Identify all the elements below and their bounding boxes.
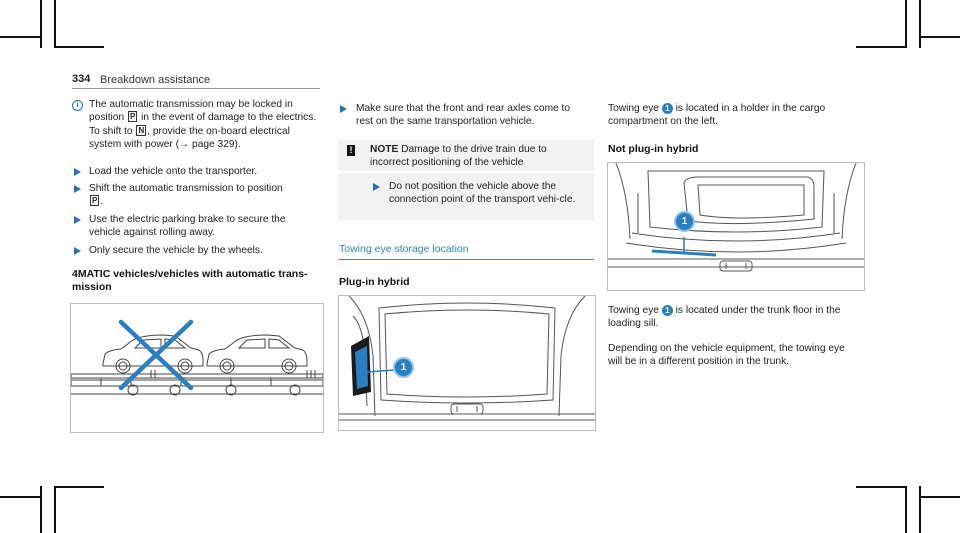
step-arrow-icon xyxy=(74,247,81,255)
plug-in-hybrid-heading: Plug-in hybrid xyxy=(339,276,410,288)
step-secure-wheels: Only secure the vehicle by the wheels. xyxy=(89,245,263,256)
info-note: The automatic transmission may be locked… xyxy=(89,99,317,151)
trunk-hybrid-svg xyxy=(339,296,595,421)
crop-mark xyxy=(919,486,921,533)
towing-eye-heading: Towing eye storage location xyxy=(339,243,469,255)
step-arrow-icon xyxy=(74,185,81,193)
page-reference-link[interactable]: → page 329). xyxy=(179,139,241,151)
towing-eye-position-text: Depending on the vehicle equipment, the … xyxy=(608,343,845,368)
warning-icon: ! xyxy=(347,145,355,156)
step-axles: Make sure that the front and rear axles … xyxy=(356,103,571,128)
heading-4matic: 4MATIC vehicles/vehicles with automatic … xyxy=(72,268,308,293)
step-shift: Shift the automatic transmission to posi… xyxy=(89,183,283,208)
gear-n-symbol: N xyxy=(136,124,147,136)
header-rule xyxy=(72,88,320,89)
towing-eye-sill-text: Towing eye 1 is located under the trunk … xyxy=(608,305,841,330)
crop-mark xyxy=(905,486,907,533)
note-text: NOTE Damage to the drive train due to in… xyxy=(370,144,547,169)
crop-mark xyxy=(919,496,960,498)
info-icon: i xyxy=(72,100,83,111)
step-parking-brake: Use the electric parking brake to secure… xyxy=(89,214,286,239)
step-arrow-icon xyxy=(373,183,380,191)
note-step: Do not position the vehicle above the co… xyxy=(389,181,576,206)
trunk-standard-illustration: 1 xyxy=(607,162,865,291)
heading-rule xyxy=(339,259,594,260)
crop-mark xyxy=(905,0,907,48)
callout-1-badge: 1 xyxy=(395,359,412,376)
crop-mark xyxy=(0,496,40,498)
crop-mark xyxy=(54,486,104,488)
step-arrow-icon xyxy=(340,105,347,113)
note-header-box xyxy=(338,139,594,171)
callout-1-inline: 1 xyxy=(661,103,673,114)
transport-svg xyxy=(71,319,323,396)
trunk-standard-svg xyxy=(608,163,864,272)
crop-mark xyxy=(0,36,40,38)
crop-mark xyxy=(856,486,906,488)
not-plug-in-hybrid-heading: Not plug-in hybrid xyxy=(608,143,699,155)
crop-mark xyxy=(54,0,56,48)
crop-mark xyxy=(54,46,104,48)
callout-1-inline: 1 xyxy=(661,305,673,316)
crop-mark xyxy=(40,0,42,48)
crop-mark xyxy=(919,0,921,48)
callout-1-badge: 1 xyxy=(676,213,693,230)
step-arrow-icon xyxy=(74,216,81,224)
gear-p-symbol: P xyxy=(127,111,138,123)
page-number: 334 xyxy=(72,73,91,85)
transport-illustration xyxy=(70,303,324,433)
crop-mark xyxy=(919,36,960,38)
towing-eye-holder-text: Towing eye 1 is located in a holder in t… xyxy=(608,103,826,128)
step-arrow-icon xyxy=(74,168,81,176)
trunk-hybrid-illustration: 1 xyxy=(338,295,596,431)
note-title: NOTE xyxy=(370,144,399,155)
crop-mark xyxy=(54,486,56,533)
gear-p-symbol: P xyxy=(90,195,100,207)
crop-mark xyxy=(856,46,906,48)
step-load: Load the vehicle onto the transporter. xyxy=(89,166,258,177)
note-body-box xyxy=(338,173,594,221)
crop-mark xyxy=(40,486,42,533)
section-title: Breakdown assistance xyxy=(100,74,211,86)
